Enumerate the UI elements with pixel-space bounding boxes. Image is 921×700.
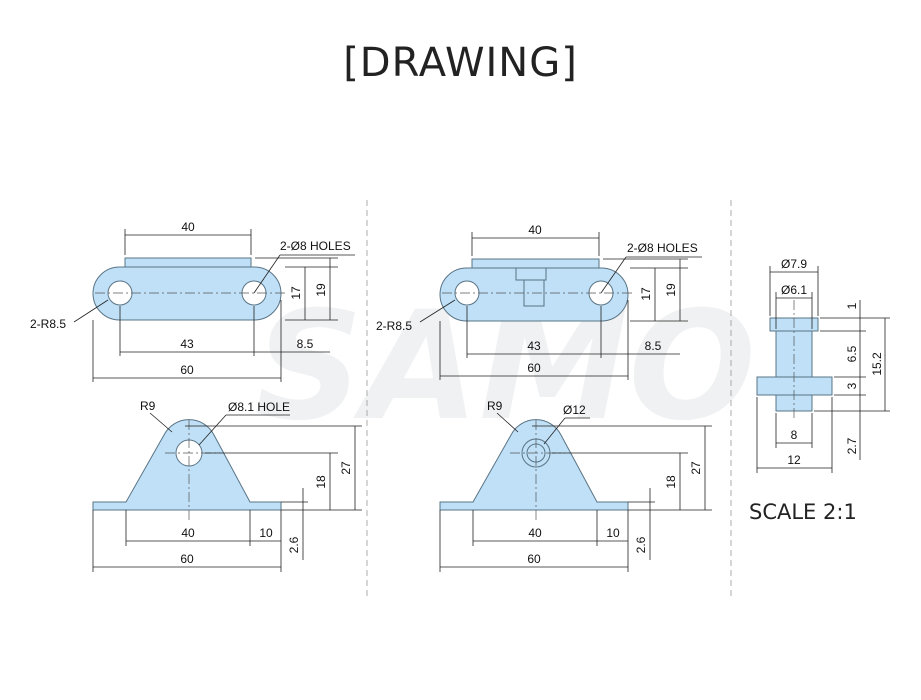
dim-6-5: 6.5 bbox=[845, 345, 859, 362]
hole-label: Ø12 bbox=[563, 403, 586, 417]
dia-7-9: Ø7.9 bbox=[781, 257, 807, 271]
dim-12: 12 bbox=[787, 453, 801, 467]
pin-collar bbox=[756, 376, 833, 396]
dim-40: 40 bbox=[181, 526, 195, 540]
radius-label: 2-R8.5 bbox=[376, 319, 412, 333]
dim-40: 40 bbox=[181, 220, 195, 234]
dim-8-5: 8.5 bbox=[645, 339, 662, 353]
hole-label: Ø8.1 HOLE bbox=[228, 400, 290, 414]
dim-17: 17 bbox=[289, 286, 303, 300]
bracket-top-rib bbox=[471, 258, 600, 269]
left-bottom-view: R9 Ø8.1 HOLE 18 27 2.6 40 10 60 bbox=[92, 399, 362, 572]
dim-19: 19 bbox=[314, 283, 328, 297]
dim-19: 19 bbox=[664, 283, 678, 297]
dim-18: 18 bbox=[664, 475, 678, 489]
mid-bottom-view: R9 Ø12 18 27 2.6 40 10 60 bbox=[439, 399, 712, 572]
radius-label: 2-R8.5 bbox=[30, 317, 66, 331]
dim-2-6: 2.6 bbox=[287, 536, 301, 553]
dim-18: 18 bbox=[314, 475, 328, 489]
dim-43: 43 bbox=[180, 337, 194, 351]
dim-60: 60 bbox=[180, 552, 194, 566]
stud-head bbox=[515, 267, 547, 281]
dim-60: 60 bbox=[527, 361, 541, 375]
dia-6-1: Ø6.1 bbox=[781, 283, 807, 297]
dim-8: 8 bbox=[791, 428, 798, 442]
dim-8-5: 8.5 bbox=[297, 337, 314, 351]
radius-r9: R9 bbox=[140, 399, 156, 413]
bracket-top-rib bbox=[124, 257, 252, 268]
dim-27: 27 bbox=[689, 461, 703, 475]
dim-2-6: 2.6 bbox=[634, 536, 648, 553]
scale-label: SCALE 2:1 bbox=[749, 500, 857, 524]
holes-label: 2-Ø8 HOLES bbox=[627, 241, 698, 255]
mid-top-view: 40 2-Ø8 HOLES 17 19 2-R8.5 43 8.5 60 bbox=[376, 223, 702, 380]
dim-2-7: 2.7 bbox=[845, 437, 859, 454]
holes-label: 2-Ø8 HOLES bbox=[280, 239, 351, 253]
page-title: [DRAWING] bbox=[343, 40, 578, 86]
left-top-view: 40 2-Ø8 HOLES 17 19 2-R8.5 43 8.5 60 bbox=[30, 220, 355, 382]
dim-3: 3 bbox=[845, 382, 859, 389]
dim-15-2: 15.2 bbox=[870, 352, 884, 376]
dim-1: 1 bbox=[845, 302, 859, 309]
dim-60: 60 bbox=[180, 363, 194, 377]
dim-60: 60 bbox=[527, 552, 541, 566]
dim-10: 10 bbox=[259, 526, 273, 540]
dim-43: 43 bbox=[527, 339, 541, 353]
dim-40: 40 bbox=[528, 223, 542, 237]
bracket-plate-plan bbox=[92, 266, 282, 321]
dim-10: 10 bbox=[606, 526, 620, 540]
radius-r9: R9 bbox=[487, 399, 503, 413]
dim-17: 17 bbox=[639, 287, 653, 301]
pin-view: Ø7.9 Ø6.1 1 6.5 3 15.2 2.7 8 12 bbox=[756, 257, 890, 473]
dim-27: 27 bbox=[339, 461, 353, 475]
dim-40: 40 bbox=[528, 526, 542, 540]
